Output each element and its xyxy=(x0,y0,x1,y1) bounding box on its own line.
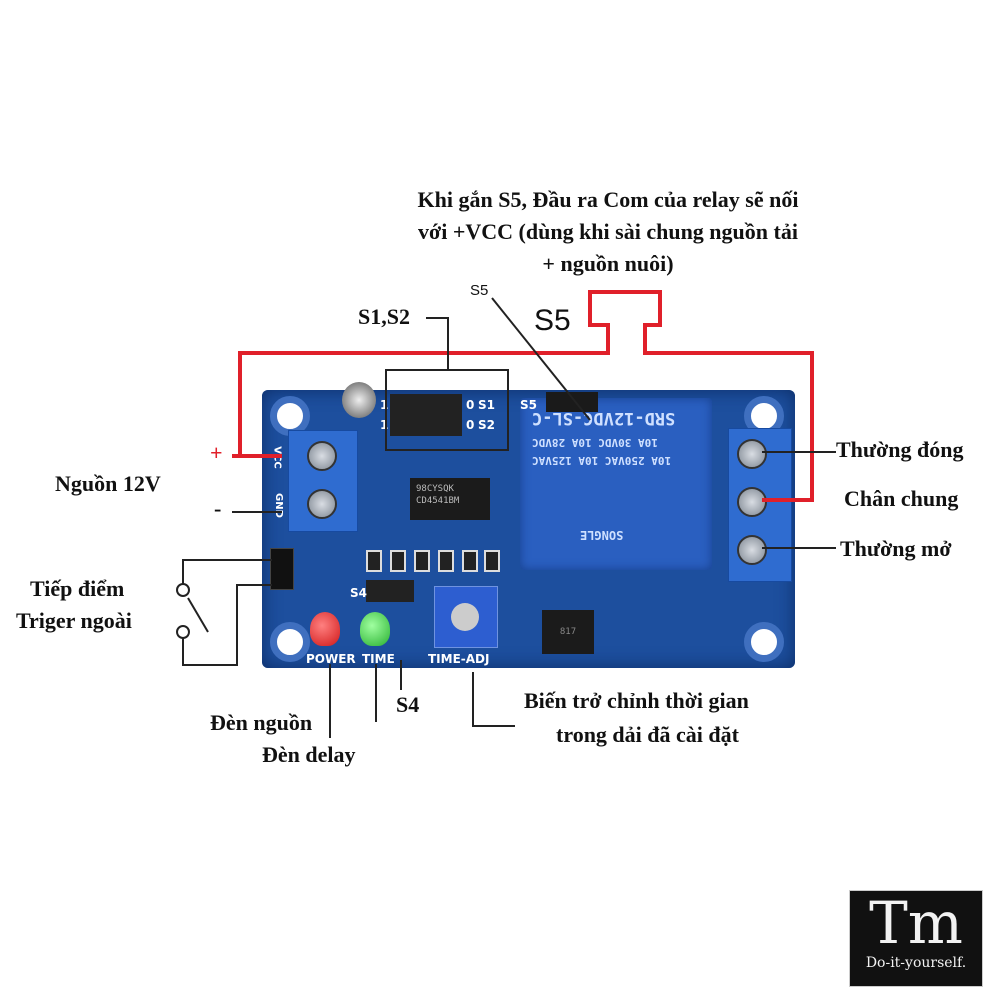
screw xyxy=(307,441,337,471)
tm-logo: Tm Do-it-yourself. xyxy=(849,890,983,987)
minus-label: - xyxy=(214,496,222,521)
power-led-label: Đèn nguồn xyxy=(210,710,313,735)
plus-label: + xyxy=(210,440,223,465)
resistor xyxy=(484,550,500,572)
resistor xyxy=(414,550,430,572)
s4-jumper[interactable] xyxy=(366,580,414,602)
switch-contact xyxy=(176,625,190,639)
s5-red-wire xyxy=(232,290,814,502)
logo-mark: Tm xyxy=(869,889,963,957)
time-silk: TIME xyxy=(362,652,395,666)
s5-note: Khi gắn S5, Đầu ra Com của relay sẽ nối … xyxy=(368,184,848,280)
capacitor xyxy=(342,382,376,418)
s5-small-label: S5 xyxy=(470,282,489,299)
screw-nc xyxy=(737,439,767,469)
pot-label-1: Biến trở chỉnh thời gian xyxy=(524,688,749,713)
s5-note-line: + nguồn nuôi) xyxy=(542,251,674,276)
screw xyxy=(307,489,337,519)
normally-open-label: Thường mở xyxy=(840,536,952,561)
power-silk: POWER xyxy=(306,652,356,666)
logo-tagline: Do-it-yourself. xyxy=(865,955,967,971)
power-led xyxy=(310,612,340,646)
one-silk: 1 xyxy=(380,418,389,432)
s5-silk: S5 xyxy=(520,398,537,412)
switch-contact xyxy=(176,583,190,597)
chip-marking: 98CYSQK xyxy=(416,484,454,494)
trigger-label-1: Tiếp điểm xyxy=(30,576,125,601)
s4-silk: S4 xyxy=(350,586,367,600)
pot-knob[interactable] xyxy=(451,603,479,631)
s1-silk: S1 xyxy=(478,398,495,412)
pcb-board: VCC GND SRD-12VDC-SL-C 10A 30VDC 10A 28V… xyxy=(262,382,795,668)
mount-hole xyxy=(744,622,784,662)
trigger-header[interactable] xyxy=(270,548,294,590)
leader-lines xyxy=(182,297,836,738)
s1-s2-label: S1,S2 xyxy=(358,304,410,329)
capacitor-smd xyxy=(438,550,454,572)
resistor xyxy=(366,550,382,572)
trigger-label-2: Triger ngoài xyxy=(16,608,132,633)
relay: SRD-12VDC-SL-C 10A 30VDC 10A 28VDC 10A 2… xyxy=(520,398,712,570)
s5-header[interactable] xyxy=(546,392,598,412)
screw-no xyxy=(737,535,767,565)
common-label: Chân chung xyxy=(844,486,959,511)
resistor xyxy=(390,550,406,572)
cd4541-chip: 98CYSQK CD4541BM xyxy=(410,478,490,520)
chip-model: CD4541BM xyxy=(416,496,460,506)
pot-label-2: trong dải đã cài đặt xyxy=(556,722,739,747)
optocoupler: 817 xyxy=(542,610,594,654)
one-silk: 1 xyxy=(380,398,389,412)
s2-silk: S2 xyxy=(478,418,495,432)
power-terminal-block xyxy=(288,430,358,532)
time-adj-silk: TIME-ADJ xyxy=(428,652,490,666)
time-led xyxy=(360,612,390,646)
s5-note-line: với +VCC (dùng khi sài chung nguồn tải xyxy=(418,219,798,244)
relay-terminal-block xyxy=(728,428,792,582)
s1-s2-jumper-header[interactable] xyxy=(390,394,462,436)
normally-closed-label: Thường đóng xyxy=(836,437,964,462)
s5-note-line: Khi gắn S5, Đầu ra Com của relay sẽ nối xyxy=(417,187,799,212)
capacitor-smd xyxy=(462,550,478,572)
s5-big-label: S5 xyxy=(534,304,571,337)
time-adjust-potentiometer[interactable] xyxy=(434,586,498,648)
delay-led-label: Đèn delay xyxy=(262,742,356,767)
s4-label: S4 xyxy=(396,692,420,717)
zero-silk: 0 xyxy=(466,418,475,432)
mount-hole xyxy=(270,622,310,662)
zero-silk: 0 xyxy=(466,398,475,412)
power-input-label: Nguồn 12V xyxy=(55,471,161,496)
